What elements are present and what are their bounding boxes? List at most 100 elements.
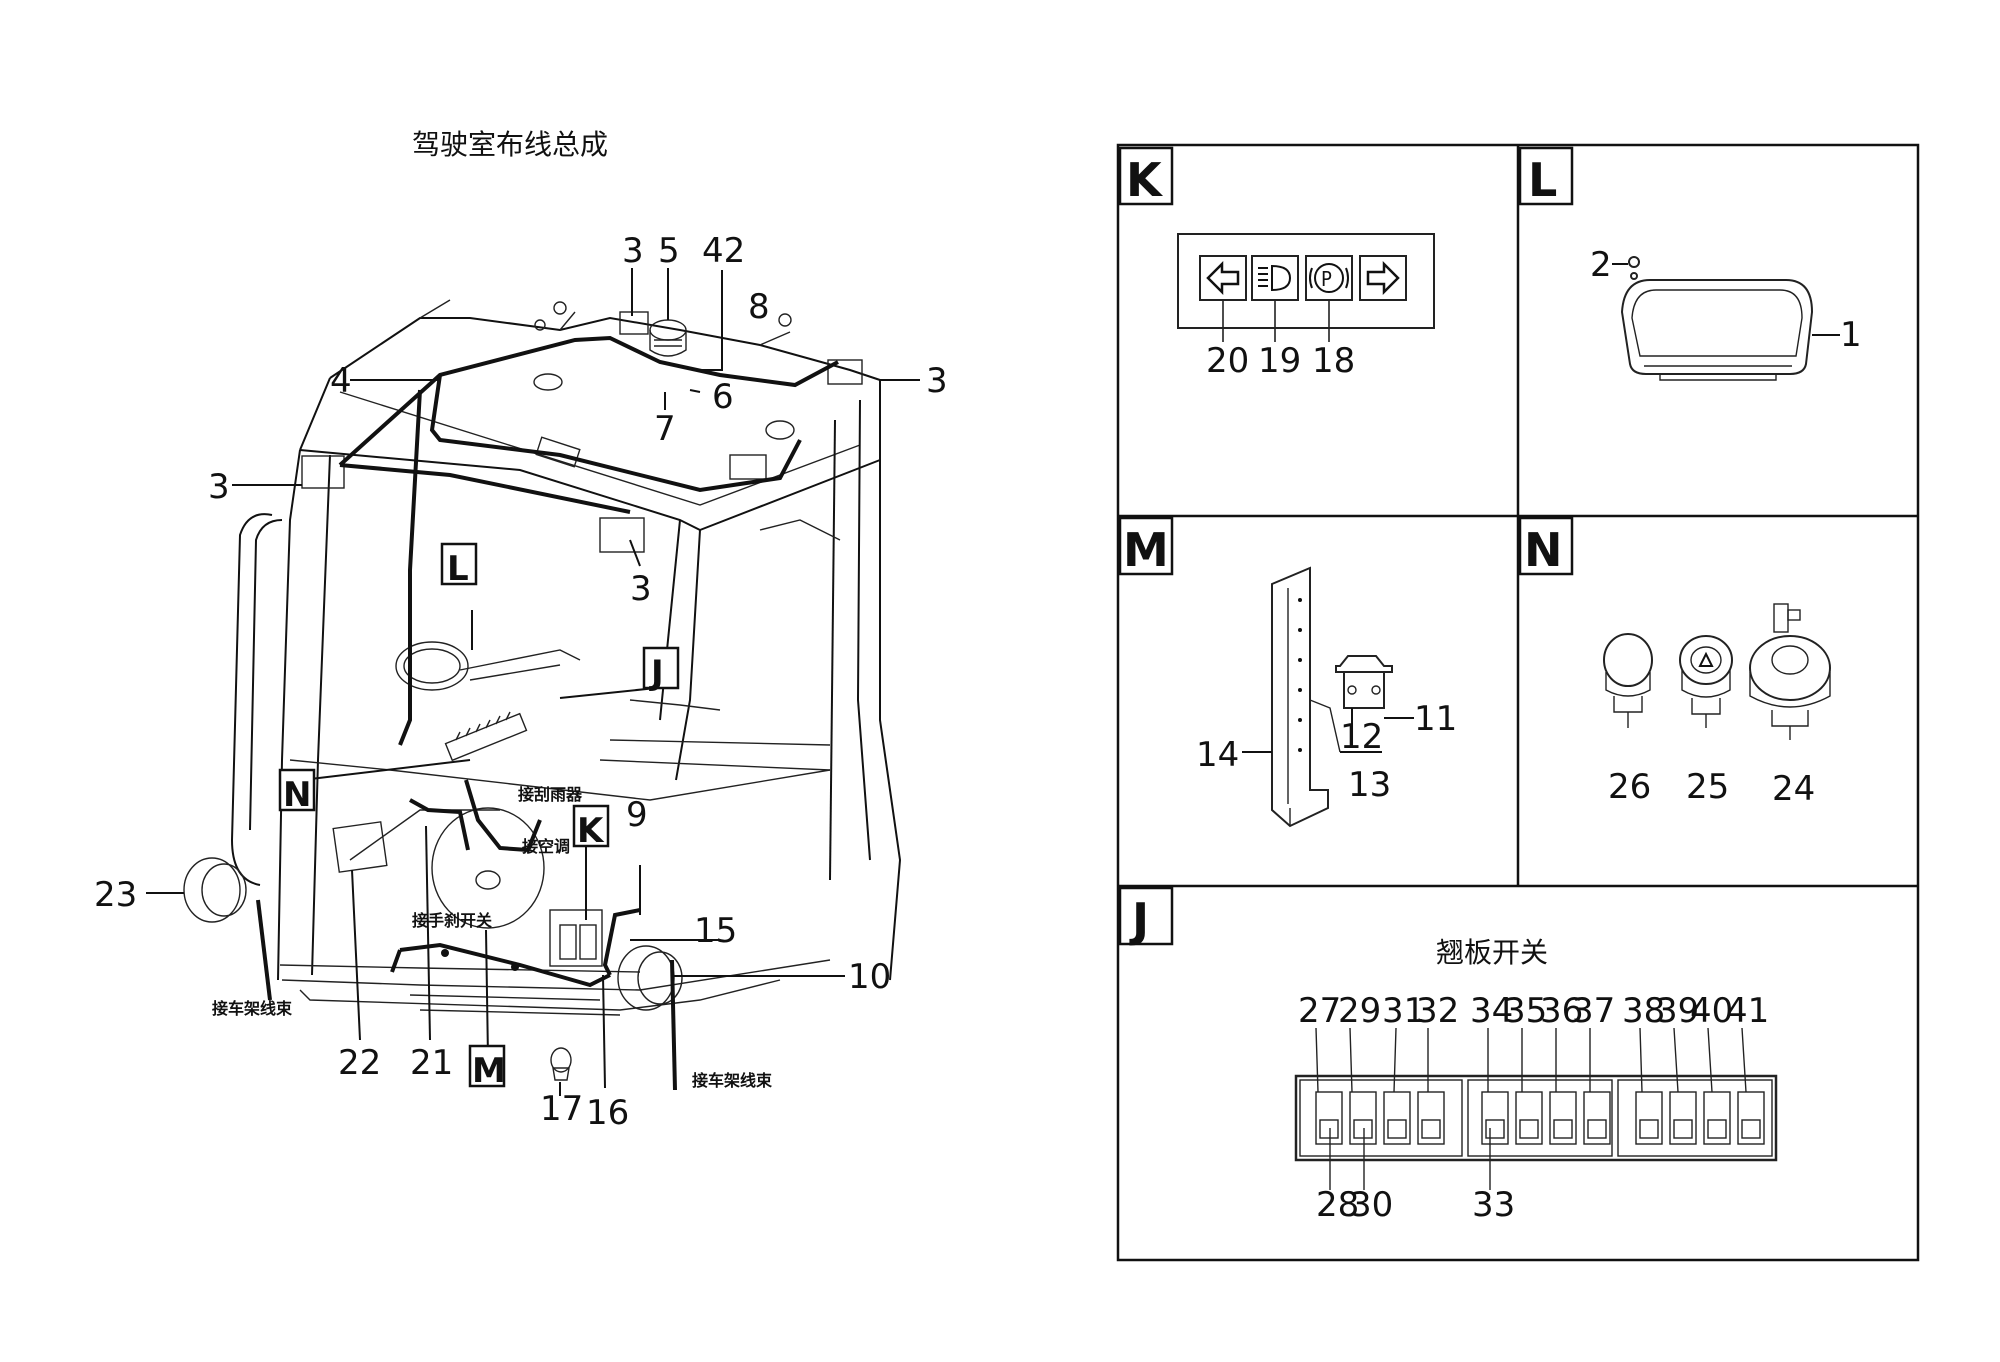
letter-box-N (278, 768, 316, 812)
panel-K-callout-18: 18 (1312, 341, 1355, 381)
rocker-switch (1737, 1091, 1765, 1145)
panel-L-tag (1518, 146, 1574, 206)
callout-10: 10 (848, 957, 891, 997)
rocker-switch-icon (1421, 1119, 1441, 1139)
note-aircon: 接空调 (522, 837, 570, 856)
note-frame-right: 接车架线束 (692, 1071, 773, 1090)
letter-box-J (642, 646, 680, 690)
rocker-switch (1417, 1091, 1445, 1145)
main-notes: 接刮雨器 接空调 接手刹开关 接车架线束 接车架线束 (212, 785, 773, 1090)
main-letter-boxes: L J N K M (278, 542, 680, 1091)
headlight-icon (1258, 264, 1292, 292)
detail-panels-frame (1116, 143, 1920, 1262)
panel-J-callout-39: 39 (1656, 991, 1699, 1031)
rocker-switch-icon (1707, 1119, 1727, 1139)
panel-K: K P 20 19 18 (1118, 146, 1435, 381)
rocker-switch-icon (1485, 1119, 1505, 1139)
rocker-switch-panel (1294, 1074, 1778, 1162)
rocker-switch-icon (1319, 1119, 1339, 1139)
rocker-switch-icon (1587, 1119, 1607, 1139)
panel-J-callout-30: 30 (1350, 1185, 1393, 1225)
panel-J-callout-34: 34 (1470, 991, 1513, 1031)
rocker-switches (1315, 1091, 1765, 1145)
rocker-switch-icon (1553, 1119, 1573, 1139)
leader-line (1707, 1027, 1713, 1093)
panel-L-letter: L (1528, 153, 1557, 207)
rocker-switch (1349, 1091, 1377, 1145)
callout-9: 9 (626, 795, 648, 835)
panel-M-callout-12: 12 (1340, 717, 1383, 757)
push-button-switch (1603, 633, 1653, 728)
panel-J-leaders (1315, 1027, 1747, 1190)
callout-3-mid: 3 (630, 569, 652, 609)
panel-N: N 26 25 24 (1518, 516, 1831, 809)
panel-N-letter: N (1524, 523, 1563, 577)
instrument-cluster (1620, 279, 1814, 381)
rocker-switch-icon (1519, 1119, 1539, 1139)
panel-N-callout-26: 26 (1608, 767, 1651, 807)
relay-switch (1335, 655, 1393, 709)
panel-N-callout-25: 25 (1686, 767, 1729, 807)
leader-line (1315, 1027, 1319, 1093)
callout-4: 4 (330, 361, 352, 401)
panel-M-letter: M (1123, 523, 1169, 577)
panel-M-callout-13: 13 (1348, 765, 1391, 805)
letter-L: L (447, 549, 469, 589)
leader-line (1393, 1027, 1397, 1093)
rocker-switch (1315, 1091, 1343, 1145)
letter-M: M (472, 1051, 506, 1091)
letter-box-K (572, 804, 610, 848)
callout-23: 23 (94, 875, 137, 915)
callout-3-left: 3 (208, 467, 230, 507)
leader-line (1741, 1027, 1747, 1093)
rocker-switch-icon (1353, 1119, 1373, 1139)
panel-J-callout-29: 29 (1338, 991, 1381, 1031)
letter-N: N (283, 775, 311, 815)
panel-J-title: 翘板开关 (1436, 936, 1548, 969)
panel-J-top-callouts: 27 29 31 32 34 35 36 37 38 39 40 41 (1298, 991, 1769, 1031)
panel-N-tag (1518, 516, 1574, 576)
letter-box-M (468, 1044, 506, 1088)
ignition-switch (1749, 603, 1831, 740)
panel-N-callout-24: 24 (1772, 769, 1815, 809)
callout-8: 8 (748, 287, 770, 327)
panel-J-callout-33: 33 (1472, 1185, 1515, 1225)
hazard-triangle-icon (1698, 651, 1714, 667)
panel-J-callout-31: 31 (1382, 991, 1425, 1031)
panel-L-callout-1: 1 (1840, 315, 1862, 355)
rocker-switch (1703, 1091, 1731, 1145)
left-arrow-icon (1206, 260, 1240, 296)
diagram-title: 驾驶室布线总成 (412, 128, 608, 161)
panel-K-letter: K (1126, 153, 1164, 207)
callout-3-right: 3 (926, 361, 948, 401)
panel-M-tag (1118, 516, 1174, 576)
panel-J-bottom-callouts: 28 30 33 (1316, 1185, 1515, 1225)
rocker-switch (1669, 1091, 1697, 1145)
note-frame-left: 接车架线束 (212, 999, 293, 1018)
panel-M-callout-11: 11 (1414, 699, 1457, 739)
parking-brake-icon: P (1309, 263, 1349, 293)
callout-lines (146, 268, 920, 1096)
panel-J-callout-32: 32 (1416, 991, 1459, 1031)
panel-J-callout-37: 37 (1572, 991, 1615, 1031)
panel-J-callout-36: 36 (1540, 991, 1583, 1031)
panel-K-tag (1118, 146, 1174, 206)
callout-6: 6 (712, 377, 734, 417)
rocker-switch-icon (1673, 1119, 1693, 1139)
panel-J-callout-40: 40 (1690, 991, 1733, 1031)
panel-J-callout-38: 38 (1622, 991, 1665, 1031)
callout-15: 15 (694, 911, 737, 951)
right-arrow-icon (1366, 260, 1400, 296)
svg-text:P: P (1321, 267, 1332, 291)
callout-22: 22 (338, 1043, 381, 1083)
panel-J-letter: J (1129, 893, 1149, 947)
rocker-switch (1549, 1091, 1577, 1145)
leader-line (1639, 1027, 1643, 1093)
panel-K-callout-20: 20 (1206, 341, 1249, 381)
rocker-switch (1635, 1091, 1663, 1145)
callout-16: 16 (586, 1093, 629, 1133)
leader-line (1673, 1027, 1679, 1093)
rocker-switch (1583, 1091, 1611, 1145)
